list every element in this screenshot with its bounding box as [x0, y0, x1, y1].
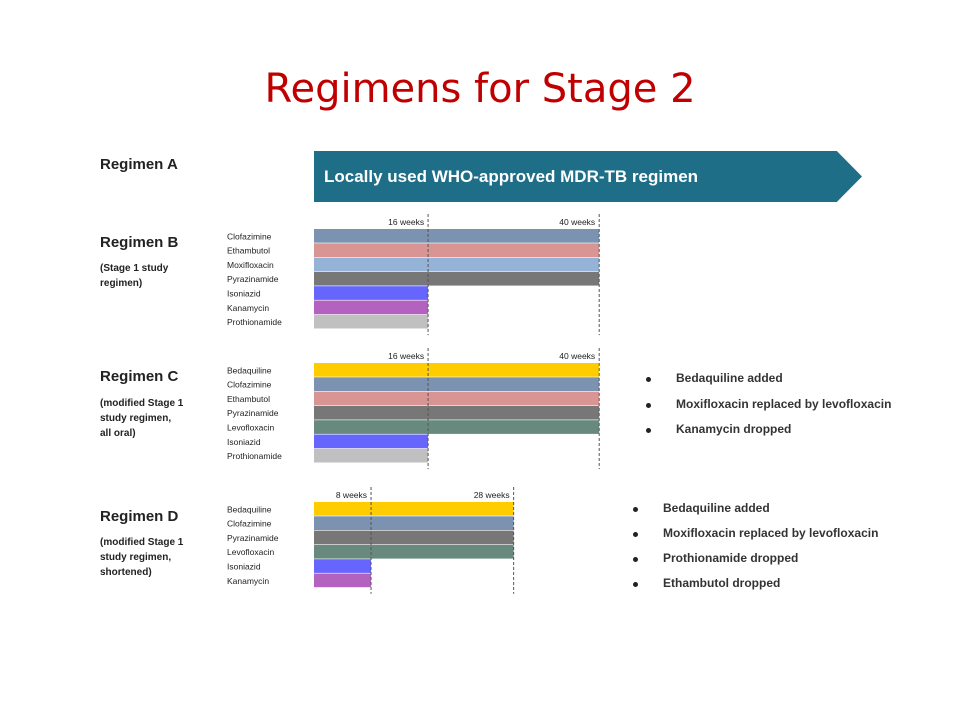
regimen-d-drug-label: Kanamycin — [227, 576, 269, 586]
regimen-d-bar-kanamycin — [314, 573, 372, 588]
regimen-d-bar-bedaquiline — [314, 502, 514, 516]
regimen-c-bar-ethambutol — [314, 391, 600, 406]
regimen-d-note: Moxifloxacin replaced by levofloxacin — [663, 526, 879, 540]
regimen-d-label: Regimen D — [100, 508, 179, 525]
regimen-b-milestone-label: 16 weeks — [388, 217, 424, 227]
bullet-dot-icon — [633, 557, 638, 562]
regimen-b-bar-ethambutol — [314, 243, 600, 257]
regimen-b-drug-label: Ethambutol — [227, 246, 270, 256]
regimen-c-note: Moxifloxacin replaced by levofloxacin — [676, 396, 892, 411]
bullet-dot-icon — [633, 532, 638, 537]
bullet-dot-icon — [646, 402, 651, 408]
bullet-dot-icon — [633, 507, 638, 512]
regimen-c-bar-isoniazid — [314, 434, 429, 449]
regimen-d-milestone-label: 8 weeks — [336, 490, 367, 500]
regimen-b-milestone-label: 40 weeks — [559, 217, 595, 227]
regimen-c-note: Kanamycin dropped — [676, 422, 792, 436]
regimen-a-banner: Locally used WHO-approved MDR-TB regimen — [314, 151, 862, 202]
regimen-c-bar-levofloxacin — [314, 420, 600, 434]
regimen-b-drug-label: Prothionamide — [227, 317, 282, 327]
regimen-d-bar-isoniazid — [314, 559, 372, 573]
regimen-d-milestone-label: 28 weeks — [474, 490, 510, 500]
regimen-d-bar-clofazimine — [314, 516, 514, 530]
regimen-a-label: Regimen A — [100, 156, 178, 173]
regimen-b-bar-clofazimine — [314, 229, 600, 243]
regimen-b-bar-kanamycin — [314, 300, 429, 315]
regimen-b-drug-label: Moxifloxacin — [227, 260, 274, 270]
regimen-d-drug-label: Clofazimine — [227, 519, 272, 529]
bullet-dot-icon — [633, 582, 638, 587]
bullet-dot-icon — [646, 428, 651, 433]
regimen-c-drug-label: Bedaquiline — [227, 365, 272, 375]
regimen-c-bar-bedaquiline — [314, 363, 600, 377]
regimen-c-drug-label: Prothionamide — [227, 451, 282, 461]
regimen-a-banner-text: Locally used WHO-approved MDR-TB regimen — [324, 167, 699, 186]
regimen-b-label: Regimen B — [100, 234, 179, 251]
regimen-d-bar-pyrazinamide — [314, 530, 514, 545]
bullet-dot-icon — [646, 377, 651, 382]
regimen-c-subtitle: (modified Stage 1 study regimen, all ora… — [100, 398, 184, 439]
regimen-b-subtitle: (Stage 1 study regimen) — [100, 263, 169, 289]
regimen-c-drug-label: Isoniazid — [227, 437, 261, 447]
regimen-c-drug-label: Clofazimine — [227, 380, 272, 390]
regimen-d-drug-label: Pyrazinamide — [227, 533, 279, 543]
regimen-b-drug-label: Isoniazid — [227, 289, 261, 299]
regimen-d-bar-levofloxacin — [314, 544, 514, 559]
regimen-c-bar-pyrazinamide — [314, 405, 600, 420]
regimen-c-milestone-label: 40 weeks — [559, 351, 595, 361]
regimen-d-note: Ethambutol dropped — [663, 576, 781, 590]
regimen-d-drug-label: Bedaquiline — [227, 504, 272, 514]
regimen-b-bar-isoniazid — [314, 286, 429, 300]
regimen-d-subtitle: (modified Stage 1 study regimen, shorten… — [100, 537, 184, 578]
page-title: Regimens for Stage 2 — [264, 66, 696, 112]
regimen-c-bar-prothionamide — [314, 448, 429, 463]
regimen-b-drug-label: Kanamycin — [227, 303, 269, 313]
regimen-b-bar-prothionamide — [314, 314, 429, 329]
regimen-b-drug-label: Clofazimine — [227, 231, 272, 241]
regimen-d-note: Bedaquiline added — [663, 501, 770, 515]
regimen-c-milestone-label: 16 weeks — [388, 351, 424, 361]
regimen-d-drug-label: Levofloxacin — [227, 547, 275, 557]
regimen-b-bar-moxifloxacin — [314, 257, 600, 272]
regimen-d-note: Prothionamide dropped — [663, 551, 799, 565]
regimen-c-label: Regimen C — [100, 368, 179, 385]
regimen-b-drug-label: Pyrazinamide — [227, 274, 279, 284]
regimen-c-bar-clofazimine — [314, 377, 600, 391]
regimen-c-drug-label: Levofloxacin — [227, 423, 275, 433]
regimen-b-bar-pyrazinamide — [314, 271, 600, 286]
regimen-c-note: Bedaquiline added — [676, 371, 783, 385]
regimen-d-drug-label: Isoniazid — [227, 562, 261, 572]
regimen-c-drug-label: Pyrazinamide — [227, 408, 279, 418]
regimen-c-drug-label: Ethambutol — [227, 394, 270, 404]
